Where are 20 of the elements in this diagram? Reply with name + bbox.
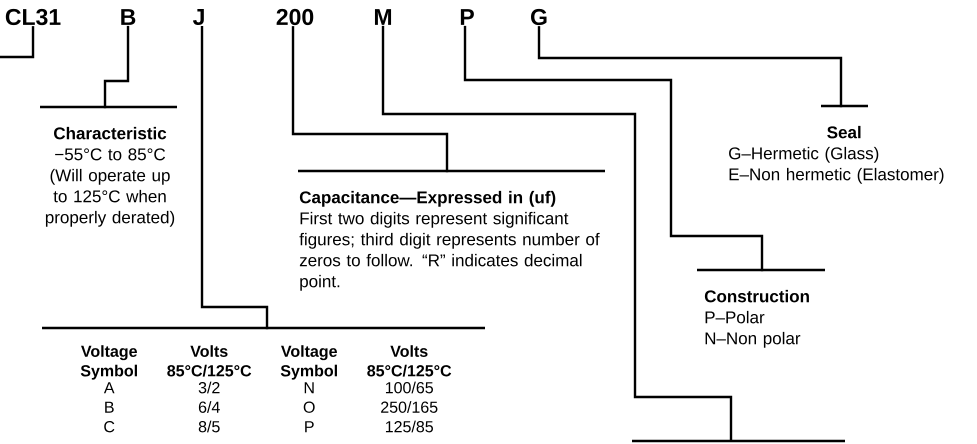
code-letter: J bbox=[192, 8, 204, 26]
connector-line bbox=[200, 26, 268, 330]
description-block: Seal G–Hermetic (Glass) E–Non hermetic (Elastomer) bbox=[729, 104, 944, 184]
connector-line bbox=[0, 26, 34, 58]
connector-line bbox=[292, 26, 448, 172]
code-letter: CL31 bbox=[6, 8, 60, 26]
description-block: Construction P–Polar N–Non polar bbox=[697, 268, 825, 348]
bar-line bbox=[632, 440, 845, 442]
connector-line bbox=[464, 26, 764, 272]
description-block: Capacitance—Expressed in (uf) First two digits represent significant figures; third digit represents number of zeros to follow. “R” indicates decimal point. bbox=[298, 170, 605, 291]
code-letter: B bbox=[121, 9, 136, 25]
code-letter: M bbox=[374, 9, 392, 25]
code-letter: 200 bbox=[276, 8, 314, 26]
description-block: Voltage Symbol Volts 85°C/125°C Voltage Symbol Volts 85°C/125°C A 3/2 N 100/65 B 6/4 O 250/165 C 8/5 P 125/85 bbox=[42, 326, 485, 432]
connector-line bbox=[538, 26, 842, 108]
connector-line bbox=[382, 26, 732, 442]
description-block: Characteristic −55°C to 85°C (Will operate up to 125°C when properly derated) bbox=[40, 106, 177, 227]
code-letter: P bbox=[460, 9, 474, 25]
code-letter: G bbox=[531, 8, 547, 26]
connector-line bbox=[104, 26, 130, 108]
